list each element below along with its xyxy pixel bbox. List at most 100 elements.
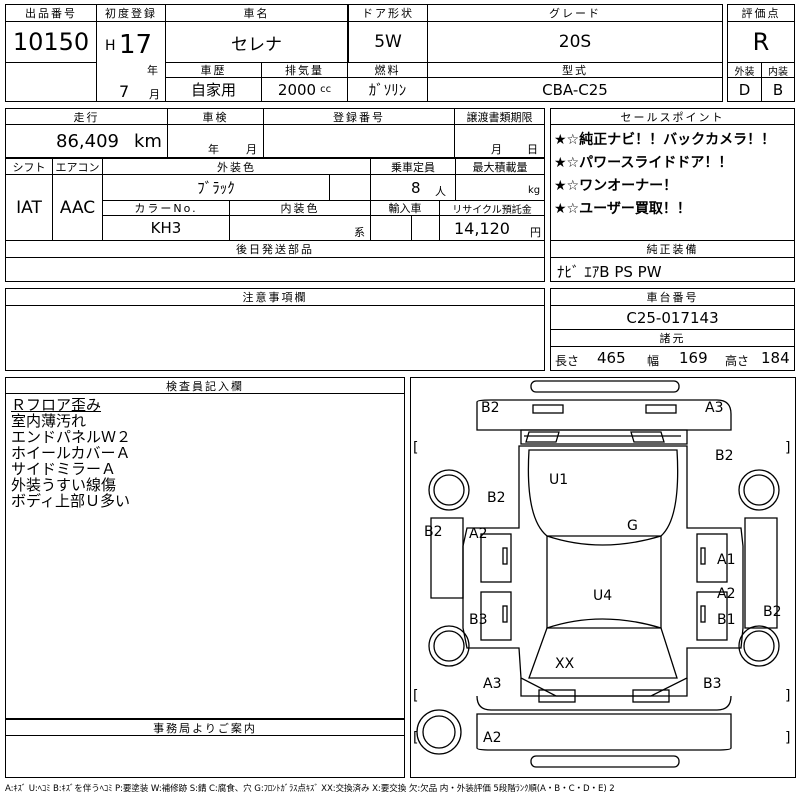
int-color-box: 系 (229, 215, 371, 241)
mark-a2-bumper: A2 (483, 730, 502, 746)
reg-no-label: 登録番号 (263, 108, 455, 125)
inspector-line: 室内薄汚れ (11, 412, 87, 430)
equipment-box: ﾅﾋﾞ ｴｱB PS PW (550, 257, 795, 282)
displacement-cell: 2000 cc (261, 77, 348, 102)
mark-b2-hood-left: B2 (487, 490, 506, 506)
displacement: 2000 (277, 80, 317, 99)
notes-label: 注意事項欄 (5, 288, 545, 306)
bracket-close: ] (785, 688, 791, 704)
inspection-month-unit: 月 (246, 143, 257, 156)
transfer-day-unit: 日 (527, 143, 538, 156)
reg-no-box (263, 124, 455, 158)
spec-label: 諸元 (550, 329, 795, 347)
displacement-label: 排気量 (261, 62, 348, 78)
score-label: 評価点 (727, 4, 795, 22)
max-load-label: 最大積載量 (455, 158, 545, 175)
inspection-label: 車検 (167, 108, 264, 125)
inspector-line: Ｒフロア歪み (11, 396, 102, 414)
office-box (5, 735, 405, 778)
era: H (105, 38, 116, 54)
mileage-unit: km (134, 131, 162, 152)
bracket-close: ] (785, 730, 791, 746)
door-label: ドア形状 (348, 4, 428, 22)
mark-b1-right-rear: B1 (717, 612, 736, 628)
mark-a1-right-door: A1 (717, 552, 736, 568)
recycle-box: 14,120 円 (439, 215, 545, 241)
bracket-open: [ (413, 440, 419, 456)
model: CBA-C25 (427, 77, 723, 102)
notes-box (5, 305, 545, 371)
inspector-label: 検査員記入欄 (5, 377, 405, 394)
mark-g-glass: G (627, 518, 638, 534)
mark-b2-left-side: B2 (424, 524, 443, 540)
car-name-label: 車名 (165, 4, 348, 22)
lot-label: 出品番号 (5, 4, 97, 22)
mark-a3-front-right: A3 (705, 400, 724, 416)
ext-color-extra (329, 174, 371, 201)
color-no-label: カラーNo. (102, 200, 230, 216)
max-load-box: kg (455, 174, 545, 201)
mark-u1-roof: U1 (549, 472, 569, 488)
length: 465 (597, 349, 626, 367)
mark-b3-right-rear-corner: B3 (703, 676, 722, 692)
office-label: 事務局よりご案内 (5, 719, 405, 736)
mark-a2-right-rear-door: A2 (717, 586, 736, 602)
width: 169 (679, 349, 708, 367)
capacity-box: 8 人 (370, 174, 456, 201)
capacity: 8 (411, 179, 421, 197)
int-color-label: 内装色 (229, 200, 371, 216)
later-parts-box (5, 257, 545, 282)
chassis-number: C25-017143 (550, 305, 795, 330)
inspection-year-unit: 年 (208, 143, 219, 156)
equipment-label: 純正装備 (550, 240, 795, 258)
door-type: 5W (348, 21, 428, 63)
inspector-line: ホイールカバーＡ (11, 444, 131, 462)
mark-b2-right-side: B2 (763, 604, 782, 620)
chassis-label: 車台番号 (550, 288, 795, 306)
inspector-line: ボディ上部Ｕ多い (11, 492, 130, 510)
max-load-unit: kg (528, 185, 541, 196)
car-name: セレナ (165, 21, 348, 63)
mark-b2-right-front: B2 (715, 448, 734, 464)
int-color-suffix: 系 (354, 226, 365, 239)
length-label: 長さ (555, 354, 580, 368)
mark-u4-roof: U4 (593, 588, 613, 604)
sales-point: ★☆純正ナビ！！バックカメラ！！ (554, 132, 776, 148)
interior-grade: B (761, 77, 795, 102)
model-label: 型式 (427, 62, 723, 78)
mark-b3-left-rear: B3 (469, 612, 488, 628)
exterior-label: 外装 (727, 62, 762, 78)
history-label: 車歴 (165, 62, 262, 78)
ext-color: ﾌﾞﾗｯｸ (102, 174, 330, 201)
bracket-open: [ (413, 730, 419, 746)
bracket-close: ] (785, 440, 791, 456)
reg-month: 7 (119, 82, 130, 101)
inspection-box: 年 月 (167, 124, 264, 158)
color-no: KH3 (102, 215, 230, 241)
fuel-label: 燃料 (347, 62, 428, 78)
height: 184 (761, 349, 790, 367)
equipment: ﾅﾋﾞ ｴｱB PS PW (557, 263, 662, 281)
transfer-label: 譲渡書類期限 (454, 108, 545, 125)
shift: IAT (5, 174, 53, 241)
mileage: 86,409 (56, 131, 119, 152)
import-label: 輸入車 (370, 200, 440, 216)
spec-box: 長さ 465 幅 169 高さ 184 (550, 346, 795, 371)
shift-label: シフト (5, 158, 53, 175)
exterior-grade: D (727, 77, 762, 102)
ac: AAC (52, 174, 103, 241)
legend: A:ｷｽﾞ U:ﾍｺﾐ B:ｷｽﾞを伴うﾍｺﾐ P:要塗装 W:補修跡 S:錆 … (5, 784, 615, 794)
car-outline-svg (416, 380, 780, 768)
displacement-unit: cc (320, 84, 332, 95)
sales-points-label: セールスポイント (550, 108, 795, 125)
sales-points-box: ★☆純正ナビ！！バックカメラ！！ ★☆パワースライドドア！！ ★☆ワンオーナー！… (550, 124, 795, 241)
fuel: ｶﾞｿﾘﾝ (347, 77, 428, 102)
sales-points-list: ★☆純正ナビ！！バックカメラ！！ ★☆パワースライドドア！！ ★☆ワンオーナー！… (554, 129, 775, 221)
month-unit: 月 (149, 88, 160, 101)
inspector-line: サイドミラーＡ (11, 460, 117, 478)
capacity-unit: 人 (435, 185, 446, 198)
sales-point: ★☆ワンオーナー！ (554, 178, 678, 194)
inspector-box: Ｒフロア歪み 室内薄汚れ エンドパネルＷ２ ホイールカバーＡ サイドミラーＡ 外… (5, 393, 405, 719)
recycle-unit: 円 (530, 226, 541, 239)
mark-xx-rear: XX (555, 656, 575, 672)
